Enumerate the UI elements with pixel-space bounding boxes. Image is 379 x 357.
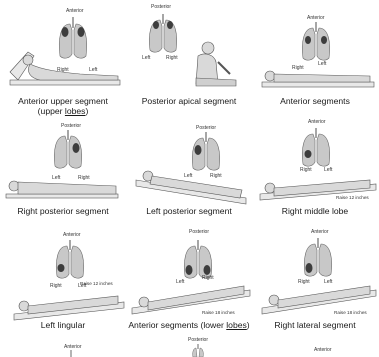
raise-label: Raise 18 inches: [334, 310, 367, 315]
position-caption: Anterior segments (lower lobes): [126, 320, 252, 330]
right-label: Right: [78, 176, 90, 181]
position-caption: Anterior upper segment (upper lobes): [0, 96, 126, 116]
patient-illustration: [14, 296, 124, 320]
left-label: Left: [176, 280, 184, 285]
position-left-lingular: Anterior Right Left Raise 12 inches Left…: [0, 228, 126, 340]
left-label: Left: [89, 68, 97, 73]
partial-view-label: Anterior: [314, 347, 332, 353]
lungs-illustration: [59, 17, 86, 58]
view-label: Anterior: [307, 16, 325, 21]
right-label: Right: [210, 174, 222, 179]
right-label: Right: [300, 168, 312, 173]
patient-illustration: [6, 181, 118, 198]
position-caption: Left posterior segment: [126, 206, 252, 216]
position-caption: Left lingular: [0, 320, 126, 330]
view-label: Posterior: [151, 5, 171, 10]
right-label: Right: [166, 56, 178, 61]
position-caption: Anterior segments: [252, 96, 378, 106]
lungs-illustration: [192, 132, 219, 170]
lungs-illustration: [56, 240, 83, 278]
position-anterior-upper-segment: Anterior Right Left Anterior upper segme…: [0, 0, 126, 112]
left-label: Left: [324, 280, 332, 285]
lungs-illustration: [304, 238, 331, 276]
left-label: Left: [184, 174, 192, 179]
position-right-posterior-segment: Posterior Left Right Right posterior seg…: [0, 118, 126, 230]
view-label: Posterior: [189, 230, 209, 235]
position-caption: Right middle lobe: [252, 206, 378, 216]
view-label: Anterior: [63, 233, 81, 238]
position-posterior-apical-segment: Posterior Left Right Posterior apical se…: [126, 0, 252, 112]
left-label: Left: [142, 56, 150, 61]
right-label: Right: [298, 280, 310, 285]
position-right-lateral-segment: Anterior Right Left Raise 18 inches Righ…: [252, 228, 378, 340]
left-label: Left: [318, 62, 326, 67]
raise-label: Raise 18 inches: [202, 310, 235, 315]
position-anterior-segments-lower-lobes: Posterior Left Right Raise 18 inches Ant…: [126, 228, 252, 340]
partial-lung-icon: [66, 350, 76, 357]
position-left-posterior-segment: Posterior Left Right Left posterior segm…: [126, 118, 252, 230]
right-label: Right: [202, 276, 214, 281]
left-label: Left: [324, 168, 332, 173]
lungs-illustration: [149, 14, 176, 52]
position-right-middle-lobe: Anterior Right Left Raise 12 inches Righ…: [252, 118, 378, 230]
raise-label: Raise 12 inches: [80, 281, 113, 286]
right-label: Right: [50, 284, 62, 289]
position-caption: Right lateral segment: [252, 320, 378, 330]
lungs-illustration: [184, 240, 211, 278]
position-caption: Right posterior segment: [0, 206, 126, 216]
view-label: Anterior: [66, 9, 84, 14]
lungs-illustration: [302, 128, 329, 166]
partial-lung-icon: [192, 344, 204, 357]
right-label: Right: [292, 66, 304, 71]
position-anterior-segments: Anterior Right Left Anterior segments: [252, 0, 378, 112]
partial-view-label: Posterior: [188, 337, 208, 343]
lungs-illustration: [54, 130, 81, 168]
right-label: Right: [57, 68, 69, 73]
patient-illustration: [262, 71, 374, 87]
patient-illustration: [196, 42, 236, 86]
view-label: Anterior: [311, 230, 329, 235]
position-caption: Posterior apical segment: [126, 96, 252, 106]
view-label: Posterior: [196, 126, 216, 131]
lungs-illustration: [302, 22, 329, 60]
view-label: Posterior: [61, 124, 81, 129]
view-label: Anterior: [308, 120, 326, 125]
left-label: Left: [52, 176, 60, 181]
raise-label: Raise 12 inches: [336, 195, 369, 200]
